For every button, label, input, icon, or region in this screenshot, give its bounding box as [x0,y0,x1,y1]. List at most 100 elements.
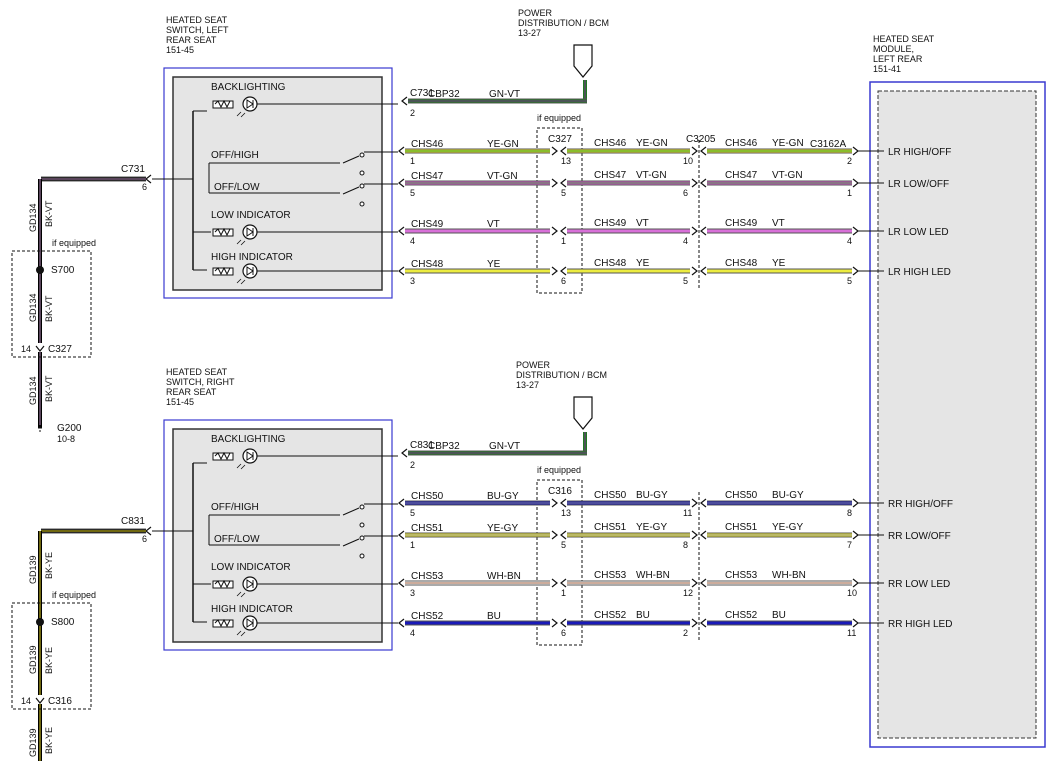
off-high-label: OFF/HIGH [211,150,259,161]
connector-pin-arrow [560,266,567,276]
connector-pin-arrow [852,266,859,276]
off-low-label: OFF/LOW [214,534,260,545]
switch-title: SWITCH, LEFT [166,25,229,35]
connector-pin-arrow [398,578,405,588]
connector-pin-arrow [852,498,859,508]
led-ray [236,278,242,284]
module-pin-label: LR HIGH/OFF [888,147,951,158]
resistor-zigzag [214,227,231,237]
connector-pin-arrow [401,448,408,458]
color-label: WH-BN [636,570,670,581]
resistor-icon [212,99,234,109]
connector-pin-arrow [551,530,558,540]
module-pin-label: LR LOW/OFF [888,179,949,190]
led-ray [236,239,242,245]
connector-pin-arrow [560,618,567,628]
circuit-label: CHS48 [594,258,627,269]
circuit-label: CHS52 [725,610,758,621]
module-pin-label: LR HIGH LED [888,267,951,278]
resistor-body [212,619,234,628]
connector-pin-arrow [691,178,698,188]
power-title: DISTRIBUTION / BCM [516,370,607,380]
high-indicator-label: HIGH INDICATOR [211,604,293,615]
pin-number: 12 [683,588,693,598]
module-title: MODULE, [873,44,914,54]
power-title: 13-27 [516,380,539,390]
pin-number: 11 [683,508,692,518]
inline-connector-box [536,127,583,294]
connector-pin-arrow [700,178,707,188]
led-diode [246,451,254,461]
inline-connector-box [536,479,583,646]
connector-pin-arrow [852,226,859,236]
connector-pin-arrow [700,226,707,236]
switch-contact-icon [342,183,365,207]
resistor-zigzag [214,451,231,461]
if-equipped-note: if equipped [52,238,96,248]
pin-number: 4 [410,236,415,246]
led-ray [240,592,246,598]
led-diode [246,99,254,109]
pin-number: 1 [561,236,566,246]
module-pin-label: RR HIGH LED [888,619,952,630]
led-diode [246,579,254,589]
connector-pin-arrow [551,266,558,276]
switch-title: REAR SEAT [166,35,217,45]
splice-dot [36,266,44,274]
connector-pin-arrow [691,618,698,628]
color-label: WH-BN [487,571,521,582]
color-label: YE-GY [772,522,803,533]
switch-title: 151-45 [166,45,194,55]
circuit-label: CHS48 [725,258,758,269]
circuit-label: CHS50 [594,490,627,501]
high-indicator-label: HIGH INDICATOR [211,252,293,263]
circuit-label: CHS48 [411,259,444,270]
color-label: VT-GN [636,170,667,181]
led-icon [236,615,258,637]
pin-number: 13 [561,156,571,166]
color-label: BU-GY [487,491,519,502]
pin-number: 6 [683,188,688,198]
resistor-icon [212,266,234,276]
switch-contact-icon [342,152,365,176]
switch-contact-icon [342,504,365,528]
connector-pin-arrow [700,498,707,508]
led-icon [236,263,258,285]
pin-number: 3 [410,588,415,598]
connector-pin-arrow [560,226,567,236]
led-ray [240,464,246,470]
led-ray [240,279,246,285]
switch-title: SWITCH, RIGHT [166,377,235,387]
if-equipped-note: if equipped [52,590,96,600]
switch-terminal [359,183,365,189]
led-icon [236,224,258,246]
pin-number: 6 [561,276,566,286]
connector-pin-arrow [691,226,698,236]
led-circle [242,263,258,279]
backlighting-label: BACKLIGHTING [211,434,286,445]
color-label: YE-GN [487,139,519,150]
connector-pin-arrow [691,578,698,588]
color-label: YE-GY [636,522,667,533]
led-ray [236,591,242,597]
color-label: BU-GY [636,490,668,501]
color-label: WH-BN [772,570,806,581]
switch-panel [172,76,383,291]
power-connector-pin: 2 [410,108,415,118]
connector-pin-arrow [852,530,859,540]
circuit-label: CHS52 [411,611,444,622]
pin-number: 7 [847,540,852,550]
pin-number: 1 [561,588,566,598]
ground-color-label: BK-YE [44,647,54,674]
resistor-zigzag [214,99,231,109]
color-label: BU [487,611,501,622]
circuit-label: CHS52 [594,610,627,621]
ground-color-label: BK-VT [44,375,54,402]
switch-terminal [359,152,365,158]
connector-pin-arrow [700,266,707,276]
connector-pin-arrow [551,146,558,156]
switch-connector-pin: 6 [142,182,147,192]
resistor-body [212,267,234,276]
resistor-icon [212,227,234,237]
